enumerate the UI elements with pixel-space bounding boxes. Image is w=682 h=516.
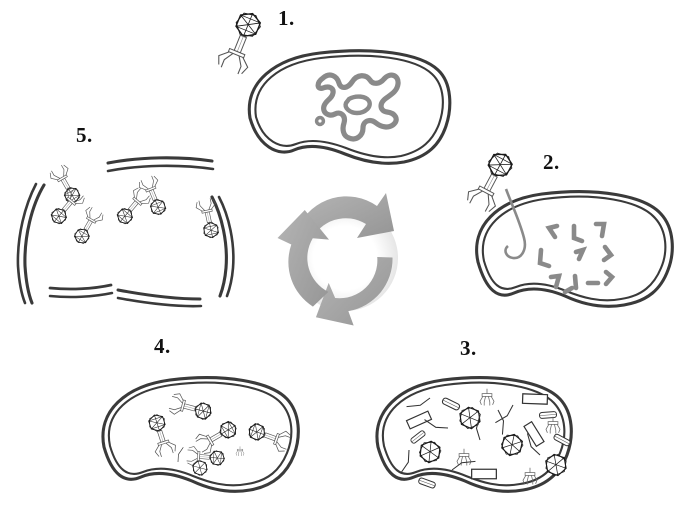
lysed-wall-fragments	[16, 156, 235, 308]
step-number-3: 3.	[460, 336, 477, 360]
host-chromosome-fragmented	[537, 221, 616, 295]
released-phages-5	[44, 162, 224, 250]
step-5-group	[16, 156, 235, 308]
phage-attached-1	[214, 4, 269, 78]
step-3-group	[375, 376, 573, 493]
bacterial-cell-2	[475, 190, 674, 308]
bacterial-cell-3	[375, 376, 573, 493]
host-chromosome-intact	[314, 72, 401, 142]
bacterial-cell-1	[247, 49, 452, 165]
step-1-group	[214, 4, 452, 165]
step-number-2: 2.	[543, 150, 560, 174]
cycle-arrow	[277, 193, 398, 326]
step-number-5: 5.	[76, 123, 93, 147]
step-number-4: 4.	[154, 334, 171, 358]
step-2-group	[463, 144, 674, 308]
step-number-1: 1.	[278, 6, 295, 30]
injected-dna-strand	[504, 188, 527, 260]
step-4-group	[101, 376, 300, 493]
